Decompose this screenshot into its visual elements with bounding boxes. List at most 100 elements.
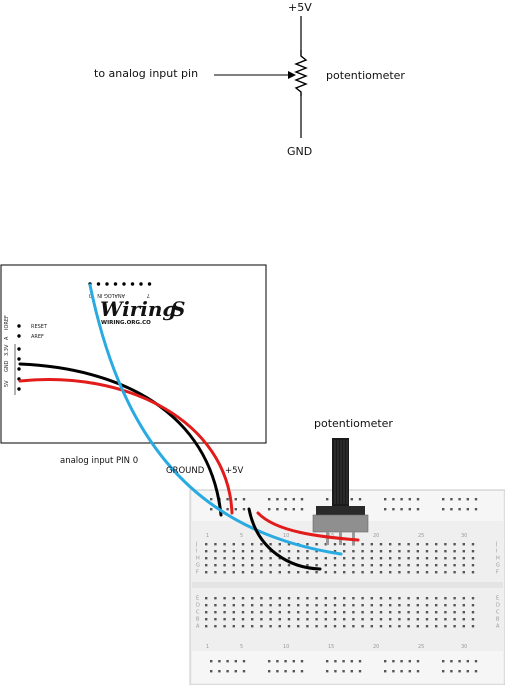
terminal-hole bbox=[343, 543, 346, 546]
terminal-hole bbox=[315, 618, 318, 621]
rail-hole bbox=[234, 660, 237, 663]
terminal-hole bbox=[343, 618, 346, 621]
terminal-hole bbox=[260, 564, 263, 567]
terminal-hole bbox=[453, 550, 456, 553]
rail-hole bbox=[226, 498, 229, 501]
terminal-hole bbox=[223, 625, 226, 628]
terminal-hole bbox=[333, 611, 337, 614]
terminal-hole bbox=[398, 611, 401, 614]
terminal-hole bbox=[333, 564, 337, 567]
rail-hole bbox=[474, 670, 478, 673]
terminal-hole bbox=[232, 557, 235, 560]
rail-hole bbox=[334, 670, 337, 673]
terminal-hole bbox=[370, 557, 373, 560]
terminal-hole bbox=[453, 618, 456, 621]
header-pin bbox=[122, 282, 126, 286]
terminal-hole bbox=[407, 611, 410, 614]
rail-hole bbox=[268, 670, 271, 673]
terminal-hole bbox=[379, 571, 383, 574]
row-letter: H bbox=[496, 556, 500, 562]
rail-hole bbox=[400, 660, 403, 663]
terminal-hole bbox=[370, 611, 373, 614]
row-letter: G bbox=[196, 563, 200, 569]
rail-hole bbox=[416, 660, 420, 663]
terminal-hole bbox=[260, 543, 263, 546]
terminal-hole bbox=[205, 571, 208, 574]
rail-hole bbox=[226, 670, 229, 673]
terminal-hole bbox=[361, 597, 364, 600]
row-letter: B bbox=[196, 617, 200, 623]
col-number-bottom: 1 bbox=[206, 644, 209, 650]
a-label: A bbox=[4, 336, 10, 340]
terminal-hole bbox=[471, 618, 475, 621]
rail-hole bbox=[276, 670, 279, 673]
terminal-hole bbox=[232, 611, 235, 614]
terminal-hole bbox=[370, 550, 373, 553]
terminal-hole bbox=[205, 625, 208, 628]
terminal-hole bbox=[379, 597, 383, 600]
terminal-hole bbox=[435, 543, 438, 546]
terminal-hole bbox=[389, 564, 392, 567]
terminal-hole bbox=[453, 597, 456, 600]
col-number-bottom: 5 bbox=[240, 644, 243, 650]
terminal-hole bbox=[287, 543, 291, 546]
row-letter: H bbox=[196, 556, 200, 562]
rail-hole bbox=[284, 508, 287, 511]
terminal-hole bbox=[471, 571, 475, 574]
terminal-hole bbox=[260, 571, 263, 574]
terminal-hole bbox=[444, 571, 447, 574]
terminal-hole bbox=[324, 611, 327, 614]
rail-hole bbox=[442, 660, 445, 663]
terminal-hole bbox=[214, 611, 217, 614]
rail-hole bbox=[450, 670, 453, 673]
terminal-hole bbox=[205, 611, 208, 614]
rail-hole bbox=[384, 508, 387, 511]
terminal-hole bbox=[241, 604, 245, 607]
terminal-hole bbox=[241, 557, 245, 560]
terminal-hole bbox=[435, 597, 438, 600]
terminal-hole bbox=[287, 597, 291, 600]
terminal-hole bbox=[435, 557, 438, 560]
terminal-hole bbox=[260, 618, 263, 621]
rail-hole bbox=[474, 508, 478, 511]
terminal-hole bbox=[453, 564, 456, 567]
terminal-hole bbox=[444, 625, 447, 628]
terminal-hole bbox=[471, 557, 475, 560]
col-number-top: 20 bbox=[373, 533, 379, 539]
terminal-hole bbox=[435, 618, 438, 621]
terminal-hole bbox=[471, 604, 475, 607]
terminal-hole bbox=[398, 564, 401, 567]
terminal-hole bbox=[435, 625, 438, 628]
terminal-hole bbox=[333, 543, 337, 546]
terminal-hole bbox=[315, 543, 318, 546]
terminal-hole bbox=[315, 550, 318, 553]
rail-hole bbox=[334, 660, 337, 663]
rail-hole bbox=[408, 670, 411, 673]
col-number-bottom: 15 bbox=[328, 644, 334, 650]
rail-hole bbox=[210, 660, 213, 663]
rail-hole bbox=[458, 660, 461, 663]
aref-pin bbox=[17, 334, 21, 338]
terminal-hole bbox=[287, 564, 291, 567]
terminal-hole bbox=[435, 550, 438, 553]
terminal-hole bbox=[278, 611, 281, 614]
terminal-hole bbox=[352, 550, 355, 553]
terminal-hole bbox=[453, 571, 456, 574]
terminal-hole bbox=[251, 597, 254, 600]
rail-hole bbox=[466, 498, 469, 501]
rail-hole bbox=[416, 498, 420, 501]
terminal-hole bbox=[352, 611, 355, 614]
terminal-hole bbox=[398, 625, 401, 628]
rail-hole bbox=[242, 498, 246, 501]
terminal-hole bbox=[453, 557, 456, 560]
rail-hole bbox=[234, 508, 237, 511]
terminal-hole bbox=[306, 550, 309, 553]
terminal-hole bbox=[407, 571, 410, 574]
terminal-hole bbox=[462, 618, 465, 621]
rail-hole bbox=[326, 670, 329, 673]
row-letter: C bbox=[196, 610, 200, 616]
terminal-hole bbox=[205, 597, 208, 600]
terminal-hole bbox=[361, 625, 364, 628]
terminal-hole bbox=[232, 597, 235, 600]
rail-hole bbox=[326, 660, 329, 663]
